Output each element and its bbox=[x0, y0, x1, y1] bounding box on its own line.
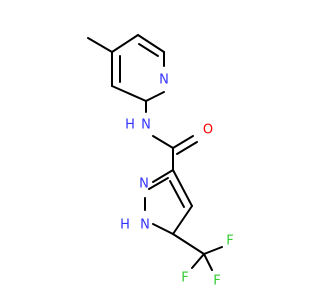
fluorine-right-label: F bbox=[213, 274, 220, 289]
bond-pyr-c2-c3 bbox=[111, 85, 147, 102]
pyrazole-h-label: H bbox=[120, 218, 130, 233]
bond-pz-n1-c5 bbox=[152, 223, 174, 235]
bond-pz-c4-c3 bbox=[172, 169, 193, 207]
bond-layer bbox=[87, 34, 223, 271]
bond-cf3-f-left bbox=[191, 253, 205, 269]
bond-pyr-n-c2 bbox=[145, 91, 165, 102]
bond-cf3-f-right bbox=[203, 253, 213, 271]
pyrazole-n1-label: N bbox=[140, 218, 150, 233]
amide-n-label: N bbox=[141, 118, 151, 133]
bond-pz-c3-n2 bbox=[152, 169, 174, 183]
bond-pz-c4-c3-inner bbox=[169, 180, 185, 208]
bond-pyr-c5-c6 bbox=[137, 34, 165, 53]
bond-pz-c5-c4 bbox=[172, 205, 193, 235]
bond-carbonyl-o-a bbox=[172, 135, 194, 149]
background bbox=[0, 0, 300, 300]
pyridine-n-label: N bbox=[159, 73, 169, 88]
amide-h-label: H bbox=[125, 118, 135, 133]
bond-methyl bbox=[87, 37, 113, 53]
bond-nh-carbonyl bbox=[152, 135, 174, 149]
bond-c5-cf3 bbox=[172, 233, 205, 255]
bond-cf3-f-top bbox=[203, 246, 223, 255]
molecule-canvas: N N H O N N H F F F bbox=[0, 0, 300, 300]
structure-svg: N N H O N N H F F F bbox=[0, 0, 300, 300]
fluorine-top-label: F bbox=[226, 234, 233, 249]
bond-pz-c3-n2-inner bbox=[148, 177, 169, 190]
bond-pyr-c4-c5 bbox=[111, 34, 139, 53]
fluorine-left-label: F bbox=[181, 271, 188, 286]
atom-labels: N N H O N N H F F F bbox=[120, 73, 234, 289]
pyrazole-n2-label: N bbox=[139, 177, 149, 192]
carbonyl-o-label: O bbox=[203, 123, 213, 138]
bond-pyr-c5-c6-inner bbox=[138, 43, 159, 57]
bond-carbonyl-o-b bbox=[176, 141, 198, 155]
